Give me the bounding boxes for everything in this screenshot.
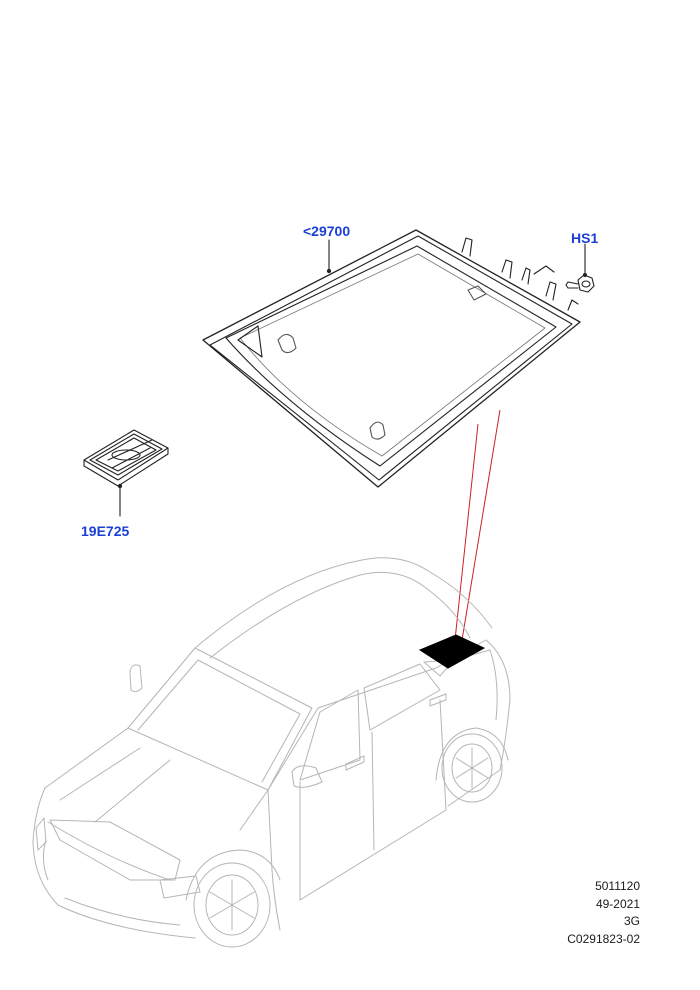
windshield-leader-dot — [326, 268, 332, 274]
glass-location-highlight — [418, 634, 486, 669]
reference-line-3: 3G — [623, 914, 640, 928]
windshield-glass[interactable] — [202, 229, 581, 488]
callout-windshield-glass[interactable]: <29700 — [303, 223, 351, 239]
reference-line-2: 49-2021 — [595, 896, 640, 911]
callout-fitting-kit[interactable]: 19E725 — [81, 523, 130, 539]
location-leader-lines — [454, 409, 501, 641]
vehicle-outline — [32, 557, 511, 948]
diagram-reference-block: 5011120 49-2021 3G C0291823-02 — [567, 878, 640, 948]
fitting-kit-19e725[interactable] — [83, 429, 169, 517]
callout-screw-hs1[interactable]: HS1 — [571, 230, 599, 246]
reference-line-4: C0291823-02 — [567, 931, 640, 946]
screw-hs1[interactable] — [565, 243, 595, 293]
reference-line-1: 5011120 — [595, 879, 640, 893]
